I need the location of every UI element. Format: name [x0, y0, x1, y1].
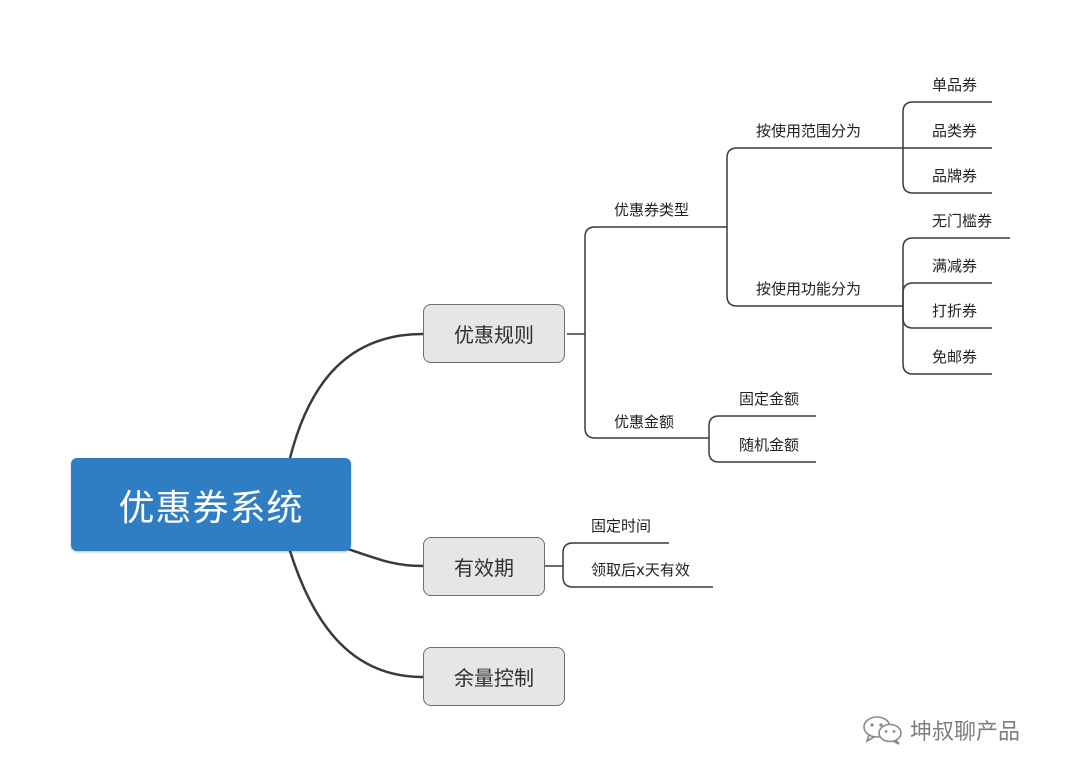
- subtopic-by-scope[interactable]: 按使用范围分为: [756, 122, 862, 140]
- watermark-text: 坤叔聊产品: [910, 720, 1021, 745]
- connector-rules-type: [584, 226, 727, 334]
- subtopic-amount[interactable]: 优惠金额: [614, 413, 675, 431]
- leaf-validity-days-after[interactable]: 领取后x天有效: [591, 561, 690, 579]
- connector-type-function: [726, 227, 903, 307]
- connector-amount-2: [708, 438, 816, 463]
- watermark: 坤叔聊产品: [862, 712, 1020, 748]
- subtopic-by-function[interactable]: 按使用功能分为: [756, 280, 862, 298]
- connector-validity-1: [562, 542, 669, 566]
- connector-scope-1: [902, 101, 992, 148]
- leaf-scope-brand[interactable]: 品牌券: [932, 167, 978, 185]
- topic-validity[interactable]: 有效期: [423, 537, 545, 596]
- leaf-function-no-threshold[interactable]: 无门槛券: [932, 212, 993, 230]
- leaf-scope-single[interactable]: 单品券: [932, 76, 978, 94]
- connector-rules-amount: [584, 334, 709, 439]
- topic-quantity[interactable]: 余量控制: [423, 647, 565, 706]
- connector-scope-3: [902, 148, 992, 194]
- leaf-function-full-reduction[interactable]: 满减券: [932, 257, 978, 275]
- leaf-amount-random[interactable]: 随机金额: [739, 436, 800, 454]
- wechat-icon: [863, 716, 902, 745]
- connector-amount-1: [708, 415, 816, 438]
- leaf-function-free-shipping[interactable]: 免邮券: [932, 348, 978, 366]
- subtopic-coupon-type[interactable]: 优惠券类型: [614, 201, 690, 219]
- connector-function-2: [902, 282, 992, 306]
- connector-root-validity: [343, 546, 425, 568]
- connector-root-quantity: [288, 549, 425, 679]
- root-node[interactable]: 优惠券系统: [71, 458, 351, 551]
- leaf-scope-category[interactable]: 品类券: [932, 122, 978, 140]
- leaf-amount-fixed[interactable]: 固定金额: [739, 390, 800, 408]
- connector-type-scope: [726, 147, 903, 227]
- connector-function-4: [902, 306, 992, 375]
- leaf-validity-fixed-time[interactable]: 固定时间: [591, 517, 652, 535]
- leaf-function-discount[interactable]: 打折券: [932, 302, 978, 320]
- topic-rules[interactable]: 优惠规则: [423, 304, 565, 363]
- connector-function-1: [902, 237, 1010, 306]
- connector-validity-2: [562, 566, 713, 588]
- connector-root-rules: [288, 332, 425, 460]
